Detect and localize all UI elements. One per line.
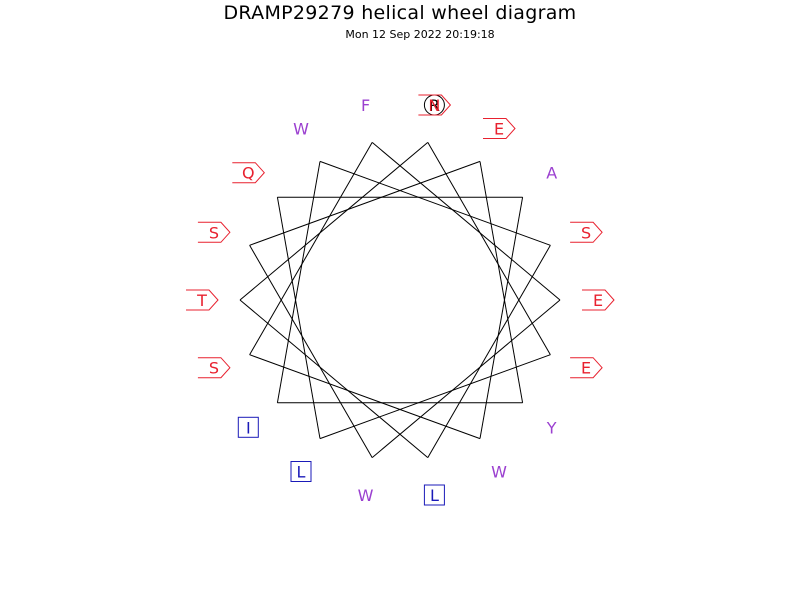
connector-line [427, 142, 551, 355]
residue-e-2: E [570, 357, 603, 379]
residue-letter: S [209, 223, 219, 242]
residue-letter: W [491, 463, 507, 482]
pentagon-marker [582, 289, 615, 311]
residue-letter: L [297, 463, 306, 482]
residue-e-9: E [582, 289, 615, 311]
residue-w-15: W [293, 120, 309, 139]
connector-line [371, 299, 561, 458]
residue-letter: W [358, 486, 374, 505]
connector-line [371, 142, 561, 301]
residue-s-7: S [197, 357, 231, 379]
residue-letter: Y [546, 418, 557, 437]
residue-letter: E [581, 359, 591, 378]
residue-letter: A [546, 164, 557, 183]
connector-line [427, 245, 551, 458]
connector-line [319, 160, 551, 246]
square-marker [423, 484, 445, 506]
residue-letter: R [429, 96, 440, 115]
residue-letter: I [246, 418, 251, 437]
timestamp: Mon 12 Sep 2022 20:19:18 [345, 28, 495, 41]
residue-l-17: L [423, 484, 445, 506]
residue-labels: R E L Q A W S F E W S E Y I W S L T N [186, 94, 615, 506]
residue-w-6: W [491, 463, 507, 482]
residue-letter: T [196, 291, 207, 310]
residue-y-13: Y [546, 418, 557, 437]
residue-letter: S [581, 223, 591, 242]
residue-f-8: F [361, 96, 370, 115]
pentagon-marker [186, 289, 219, 311]
residue-letter: L [430, 486, 439, 505]
connector-line [276, 161, 321, 403]
pentagon-marker [232, 162, 265, 184]
residue-w-10: W [358, 486, 374, 505]
connector-line [249, 160, 481, 246]
residue-q-4: Q [232, 162, 265, 184]
square-marker [290, 461, 312, 482]
pentagon-marker [570, 221, 603, 243]
residue-n-19: N [418, 94, 452, 116]
residue-s-11: S [197, 221, 231, 243]
connector-lines [239, 142, 561, 458]
pentagon-marker [197, 357, 231, 379]
residue-letter: F [361, 96, 370, 115]
residue-t-18: T [186, 289, 219, 311]
residue-e-12: E [483, 118, 516, 139]
diagram-title: DRAMP29279 helical wheel diagram [223, 2, 577, 24]
square-marker [237, 416, 259, 438]
residue-letter: E [494, 120, 504, 139]
connector-line [239, 142, 429, 301]
connector-line [319, 354, 551, 440]
residue-letter: S [209, 359, 219, 378]
residue-letter: W [293, 120, 309, 139]
pentagon-marker [483, 118, 516, 139]
residue-letter: E [593, 291, 603, 310]
connector-line [249, 245, 373, 458]
pentagon-marker [197, 221, 231, 243]
residue-i-14: I [237, 416, 259, 438]
residue-letter: Q [242, 164, 255, 183]
connector-line [239, 299, 429, 458]
pentagon-marker [570, 357, 603, 379]
connector-line [249, 354, 481, 440]
connector-line [479, 197, 524, 439]
pentagon-marker [418, 94, 452, 116]
connector-line [276, 197, 321, 439]
connector-line [479, 161, 524, 403]
residue-letter: N [428, 96, 440, 115]
residue-s-16: S [570, 221, 603, 243]
residue-a-5: A [546, 164, 557, 183]
residue-l-3: L [290, 461, 312, 482]
connector-line [249, 142, 373, 355]
